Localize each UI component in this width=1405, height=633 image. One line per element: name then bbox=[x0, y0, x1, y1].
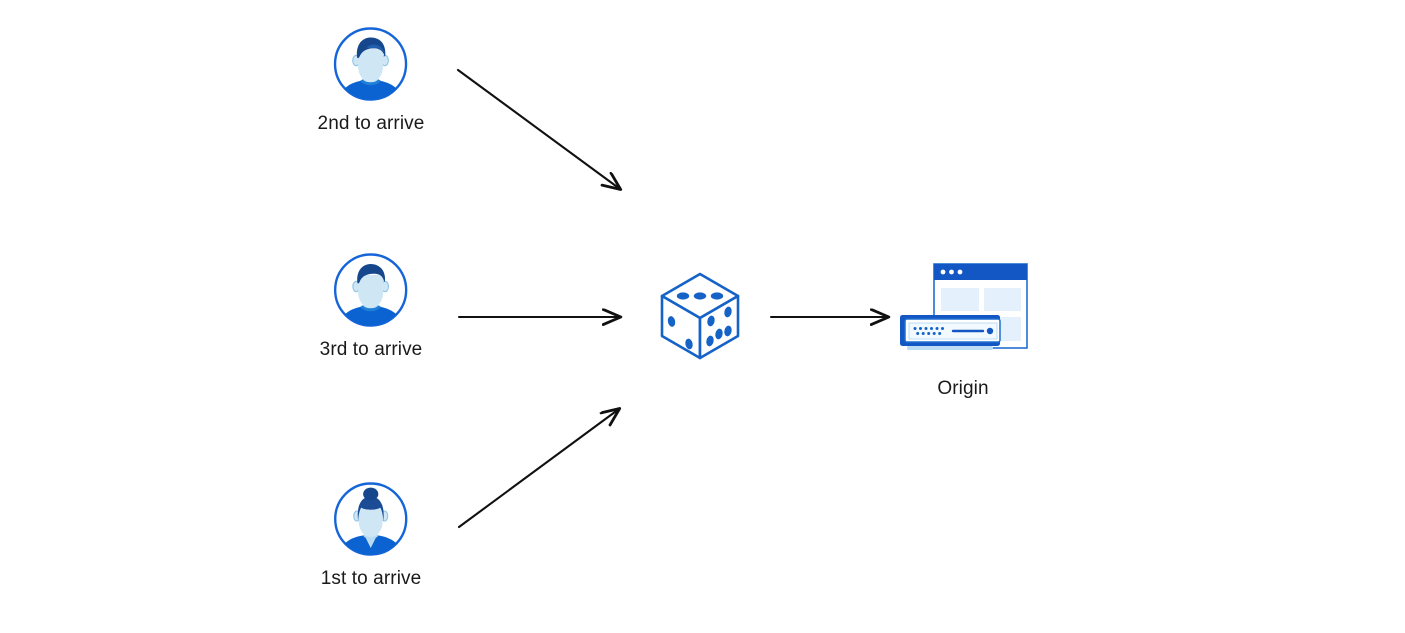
server-appliance-icon bbox=[900, 315, 1001, 350]
origin-label: Origin bbox=[937, 378, 989, 399]
user-avatar-icon bbox=[332, 480, 410, 558]
user-label-2nd: 2nd to arrive bbox=[317, 113, 425, 134]
user-node-2nd[interactable]: 2nd to arrive bbox=[318, 25, 425, 135]
user-label-1st: 1st to arrive bbox=[320, 568, 422, 589]
arrow-2nd-to-dice bbox=[456, 68, 620, 189]
random-balancer-node[interactable] bbox=[657, 270, 743, 372]
dice-icon bbox=[657, 270, 743, 362]
arrow-1st-to-dice bbox=[457, 409, 619, 529]
origin-server-icon bbox=[893, 258, 1033, 366]
user-avatar-icon bbox=[332, 251, 410, 329]
user-label-3rd: 3rd to arrive bbox=[319, 339, 423, 360]
user-node-3rd[interactable]: 3rd to arrive bbox=[320, 251, 423, 361]
user-avatar-icon bbox=[332, 25, 410, 103]
user-node-1st[interactable]: 1st to arrive bbox=[321, 480, 422, 590]
origin-node[interactable]: Origin bbox=[893, 258, 1033, 400]
